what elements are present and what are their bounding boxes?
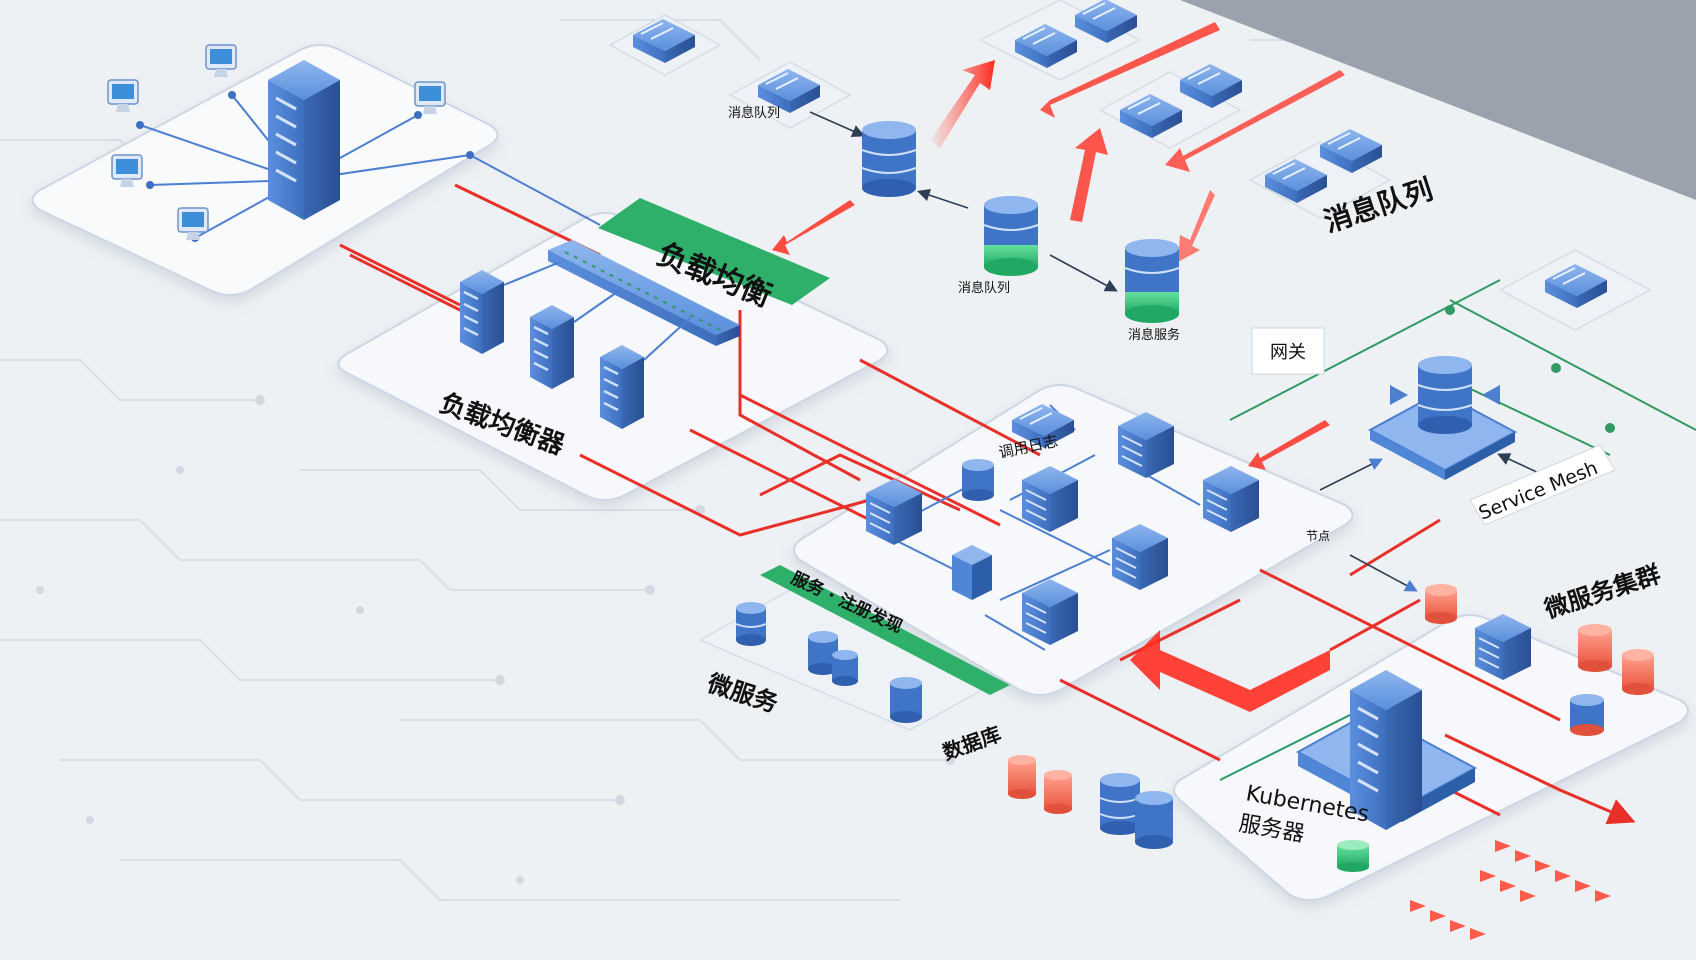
database-cylinder-icon [1044, 770, 1072, 814]
corner-panel [1180, 0, 1696, 200]
server-tower-icon [865, 478, 923, 546]
server-tower-icon [1117, 411, 1175, 479]
mq-small-3: 消息服务 [1128, 327, 1180, 343]
server-tower-icon [952, 545, 992, 600]
green-dots [1445, 305, 1615, 433]
server-tower-icon [1202, 465, 1260, 533]
flow-arrow-icon [772, 200, 855, 255]
blue-db-stack [1099, 773, 1173, 849]
server-tower-icon [1021, 578, 1079, 646]
gateway-tag-label: 网关 [1270, 342, 1306, 363]
database-cylinder-icon [890, 677, 922, 723]
database-cylinder-icon [832, 650, 858, 686]
server-tower-icon [458, 268, 506, 356]
database-cylinder-icon [1135, 791, 1173, 849]
flow-arrow-icon [1248, 420, 1330, 470]
mq-small-1: 消息队列 [728, 105, 780, 121]
flow-arrow-icon [1040, 22, 1220, 118]
flow-arrows [772, 22, 1345, 712]
microservice-group: 服务 · 注册发现 微服务 微服务集群 数据库 [703, 560, 1664, 765]
database-cylinder-icon [1008, 755, 1036, 799]
database-cylinder-icon [1570, 694, 1604, 736]
server-tower-icon [528, 303, 576, 391]
flow-arrow-icon [1178, 190, 1215, 262]
database-cylinder-icon [1622, 649, 1654, 695]
flow-arrow-icon [930, 60, 995, 148]
mq-small-2: 消息队列 [958, 280, 1010, 296]
database-cylinder-icon [1124, 239, 1180, 323]
network-switch-icon [548, 240, 740, 346]
database-cylinder-icon [735, 602, 767, 646]
database-cylinder-icon [861, 121, 917, 197]
service-grid-platform [793, 384, 1354, 696]
flow-arrow-icon [1130, 630, 1330, 712]
flow-arrow-icon [1070, 128, 1108, 222]
circuit-traces [0, 19, 1400, 901]
client-platform [31, 44, 499, 296]
database-cylinder-icon [1337, 840, 1369, 872]
database-cylinder-icon [1099, 773, 1141, 835]
flow-arrow-icon [1165, 70, 1345, 172]
database-cylinder-icon [962, 459, 994, 501]
small-red-arrows [1410, 840, 1611, 940]
server-tower-icon [1474, 613, 1532, 681]
database-cylinder-icon [1425, 584, 1457, 624]
database-cylinder-icon [983, 196, 1039, 276]
server-tower-icon [598, 343, 646, 431]
server-tower-icon [266, 58, 342, 222]
service-mesh-hub-icon [1367, 356, 1518, 480]
mesh-tag: 节点 [1306, 529, 1330, 543]
gateway-tag: 网关 [1251, 327, 1325, 375]
micro-banner [760, 565, 1010, 695]
database-cylinder-icon [1578, 624, 1612, 672]
server-tower-icon [1111, 523, 1169, 591]
server-tower-icon [1021, 465, 1079, 533]
red-databases [1008, 584, 1654, 814]
